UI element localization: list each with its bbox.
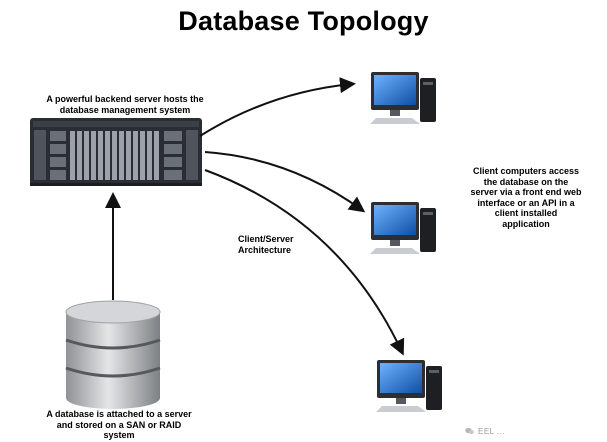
server-to-client-3-arrow [204, 169, 405, 356]
database-caption: A database is attached to a server and s… [46, 409, 192, 440]
server-to-client-2-arrow [204, 151, 366, 213]
watermark-icon [465, 427, 474, 435]
desktop-computer-icon [376, 360, 442, 412]
desktop-computer-icon [370, 72, 436, 124]
server-to-client-1-arrow [199, 77, 356, 137]
server-icon [30, 118, 202, 186]
desktop-computer-icon [370, 202, 436, 254]
architecture-caption: Client/Server Architecture [238, 234, 294, 255]
watermark-text: EEL ... [478, 427, 506, 436]
database-icon [65, 300, 161, 409]
server-caption: A powerful backend server hosts the data… [46, 94, 204, 115]
clients-caption: Client computers access the database on … [470, 166, 582, 229]
diagram-title: Database Topology [178, 6, 429, 36]
